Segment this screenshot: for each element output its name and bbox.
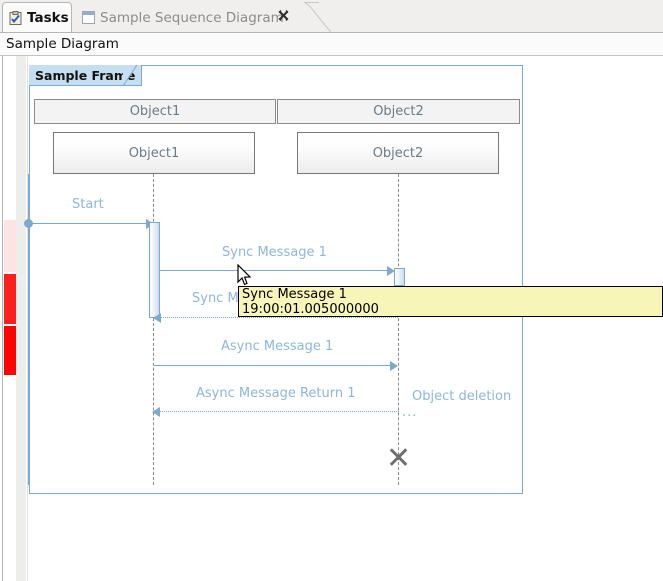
sequence-frame-label-text: Sample Frame xyxy=(35,67,136,83)
gutter-trough xyxy=(16,56,26,581)
message-line-start[interactable] xyxy=(28,223,151,224)
editor-tab-bar: Tasks Sample Sequence Diagram xyxy=(0,0,663,33)
bookmark-marker-red-2[interactable] xyxy=(4,326,16,375)
found-message-origin-line xyxy=(28,174,29,485)
sequence-frame-label-corner xyxy=(123,65,137,86)
message-line-sync-message-1[interactable] xyxy=(160,270,392,271)
object-destruction-marker: ✕ xyxy=(386,441,412,476)
message-line-async-message-1[interactable] xyxy=(154,365,392,366)
message-label-start: Start xyxy=(72,197,104,212)
tasks-clipboard-icon xyxy=(8,10,23,26)
tab-sample-sequence-diagram[interactable]: Sample Sequence Diagram xyxy=(74,2,304,33)
lifeline-object1 xyxy=(153,174,154,485)
diagram-canvas[interactable]: Sample Frame Object1 Object2 Object1 Obj… xyxy=(0,56,663,581)
lifeline-object2 xyxy=(398,174,399,485)
bookmark-marker-pale[interactable] xyxy=(4,220,16,272)
mouse-cursor-icon xyxy=(237,263,252,288)
sequence-frame[interactable] xyxy=(29,65,523,494)
message-arrowhead-sync-message-1 xyxy=(387,266,395,276)
object-box-object2-label: Object2 xyxy=(372,145,424,161)
document-icon xyxy=(82,11,95,24)
object-box-object1-label: Object1 xyxy=(128,145,180,161)
message-line-sync-message-return-1[interactable] xyxy=(160,317,398,318)
tooltip-timestamp: 19:00:01.005000000 xyxy=(242,302,379,317)
column-header-object2[interactable]: Object2 xyxy=(277,99,520,124)
page-title: Sample Diagram xyxy=(6,36,119,52)
close-icon[interactable] xyxy=(277,9,290,22)
message-label-sync-message-1: Sync Message 1 xyxy=(222,245,327,260)
column-header-object1[interactable]: Object1 xyxy=(34,99,276,124)
tab-bar-underline xyxy=(0,32,663,33)
marker-gutter[interactable] xyxy=(0,56,28,581)
tooltip-title: Sync Message 1 xyxy=(242,287,347,302)
message-tooltip: Sync Message 1 19:00:01.005000000 xyxy=(238,286,663,317)
message-label-async-message-return-1: Async Message Return 1 xyxy=(196,386,356,401)
diagram-title-strip: Sample Diagram xyxy=(0,33,663,55)
tab-slant-decoration xyxy=(305,3,331,33)
annotation-ellipsis: ... xyxy=(402,405,418,420)
object-box-object1[interactable]: Object1 xyxy=(53,132,255,174)
column-header-object1-label: Object1 xyxy=(129,104,181,119)
tab-tasks[interactable]: Tasks xyxy=(2,2,72,33)
activation-bar-object1[interactable] xyxy=(149,222,160,318)
gutter-right-rule xyxy=(27,56,28,581)
object-box-object2[interactable]: Object2 xyxy=(297,132,499,174)
column-header-object2-label: Object2 xyxy=(373,104,424,119)
message-arrowhead-sync-message-return-1 xyxy=(153,313,161,323)
message-arrowhead-async-message-1 xyxy=(390,361,398,371)
activation-bar-object2[interactable] xyxy=(394,268,405,286)
tab-tasks-label: Tasks xyxy=(27,10,69,26)
bookmark-marker-red[interactable] xyxy=(4,274,16,324)
sequence-frame-label: Sample Frame xyxy=(29,65,143,86)
tab-sample-sequence-diagram-label: Sample Sequence Diagram xyxy=(100,9,284,26)
message-arrowhead-async-message-return-1 xyxy=(152,407,160,417)
message-label-async-message-1: Async Message 1 xyxy=(221,339,334,354)
annotation-label-object-deletion: Object deletion xyxy=(412,389,512,404)
gutter-left-rule xyxy=(2,56,3,581)
message-line-async-message-return-1[interactable] xyxy=(159,411,399,412)
title-strip-separator xyxy=(0,55,663,56)
